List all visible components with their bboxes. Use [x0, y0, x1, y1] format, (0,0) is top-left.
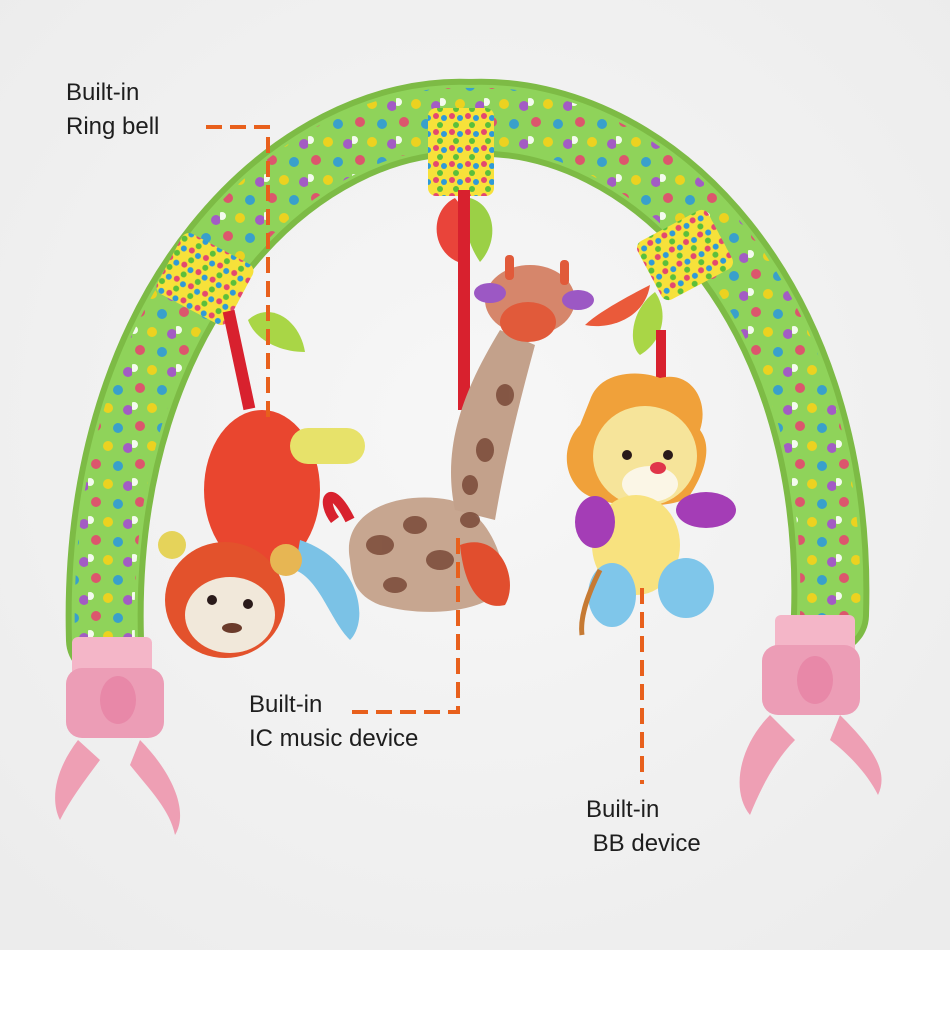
leaf-green-right	[632, 292, 663, 355]
strap-right	[637, 209, 733, 301]
callout-ring-bell-line1: Built-in	[66, 79, 140, 106]
callout-line-ic-music	[352, 536, 460, 714]
clip-right	[739, 615, 882, 815]
leaf-green-center	[465, 198, 493, 262]
callout-label-ring-bell: Built-in Ring bell	[66, 76, 159, 144]
callout-lines	[206, 125, 644, 784]
strap-top	[428, 108, 494, 196]
ribbon-right	[656, 330, 666, 380]
callout-ic-music-line2: IC music device	[249, 725, 419, 752]
giraffe-toy	[322, 255, 594, 612]
clip-left	[55, 637, 181, 835]
callout-ring-bell-line2: Ring bell	[66, 113, 160, 140]
callout-bb-device-line1: Built-in	[586, 796, 660, 823]
ribbon-left	[222, 309, 256, 411]
lion-toy	[566, 373, 736, 636]
ribbon-center	[458, 190, 470, 410]
callout-label-ic-music: Built-in IC music device	[249, 688, 418, 756]
leaf-green-left	[248, 311, 305, 352]
callout-ic-music-line1: Built-in	[249, 691, 323, 718]
bottom-white-strip	[0, 950, 950, 1010]
monkey-toy	[158, 410, 365, 658]
leaf-red-right	[585, 285, 650, 327]
strap-left	[156, 233, 254, 325]
callout-line-ring-bell	[206, 125, 270, 418]
callout-label-bb-device: Built-in BB device	[586, 793, 701, 861]
callout-bb-device-line2: BB device	[586, 830, 701, 857]
